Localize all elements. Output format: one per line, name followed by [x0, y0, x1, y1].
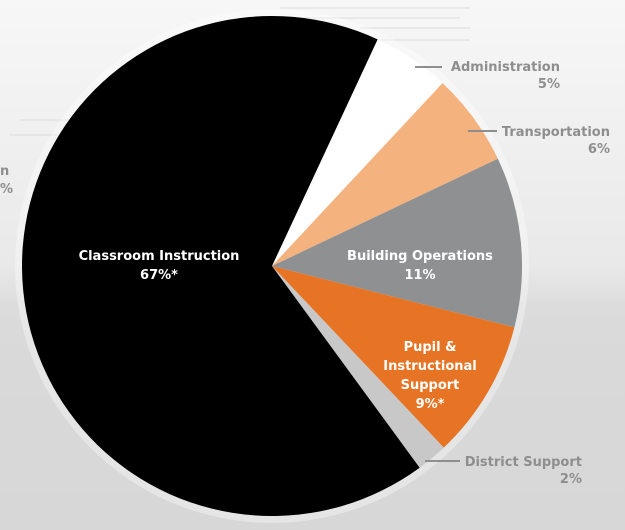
slice-value-district-support: 2% — [560, 472, 582, 487]
pie-slice-administration — [272, 39, 443, 266]
pie-slice-transportation — [272, 83, 498, 266]
pie-slice-district-support — [272, 266, 444, 468]
pie-slice-pupil-instructional-support — [272, 266, 515, 448]
slice-label-pupil-instructional-support-line-2: Instructional — [383, 359, 477, 374]
slice-label-classroom-instruction: Classroom Instruction — [79, 249, 240, 264]
pie-slice-building-operations — [272, 158, 522, 328]
slice-label-district-support: District Support — [465, 455, 582, 470]
slice-value-administration: 5% — [538, 77, 560, 92]
slice-value-building-operations: 11% — [404, 268, 435, 283]
slice-label-pupil-instructional-support-line-3: Support — [401, 378, 460, 393]
slice-label-transportation: Transportation — [502, 125, 610, 140]
slice-label-pupil-instructional-support-line-1: Pupil & — [404, 340, 457, 355]
slice-value-classroom-instruction: 67%* — [140, 268, 178, 283]
pie-slice-classroom-instruction — [21, 15, 420, 516]
slice-label-building-operations: Building Operations — [347, 249, 493, 264]
slice-label-administration: Administration — [451, 60, 560, 75]
clipped-label-fragment-2: % — [0, 182, 14, 197]
slice-value-transportation: 6% — [588, 142, 610, 157]
slice-value-pupil-instructional-support: 9%* — [416, 397, 445, 412]
clipped-label-fragment-1: n — [0, 164, 10, 179]
